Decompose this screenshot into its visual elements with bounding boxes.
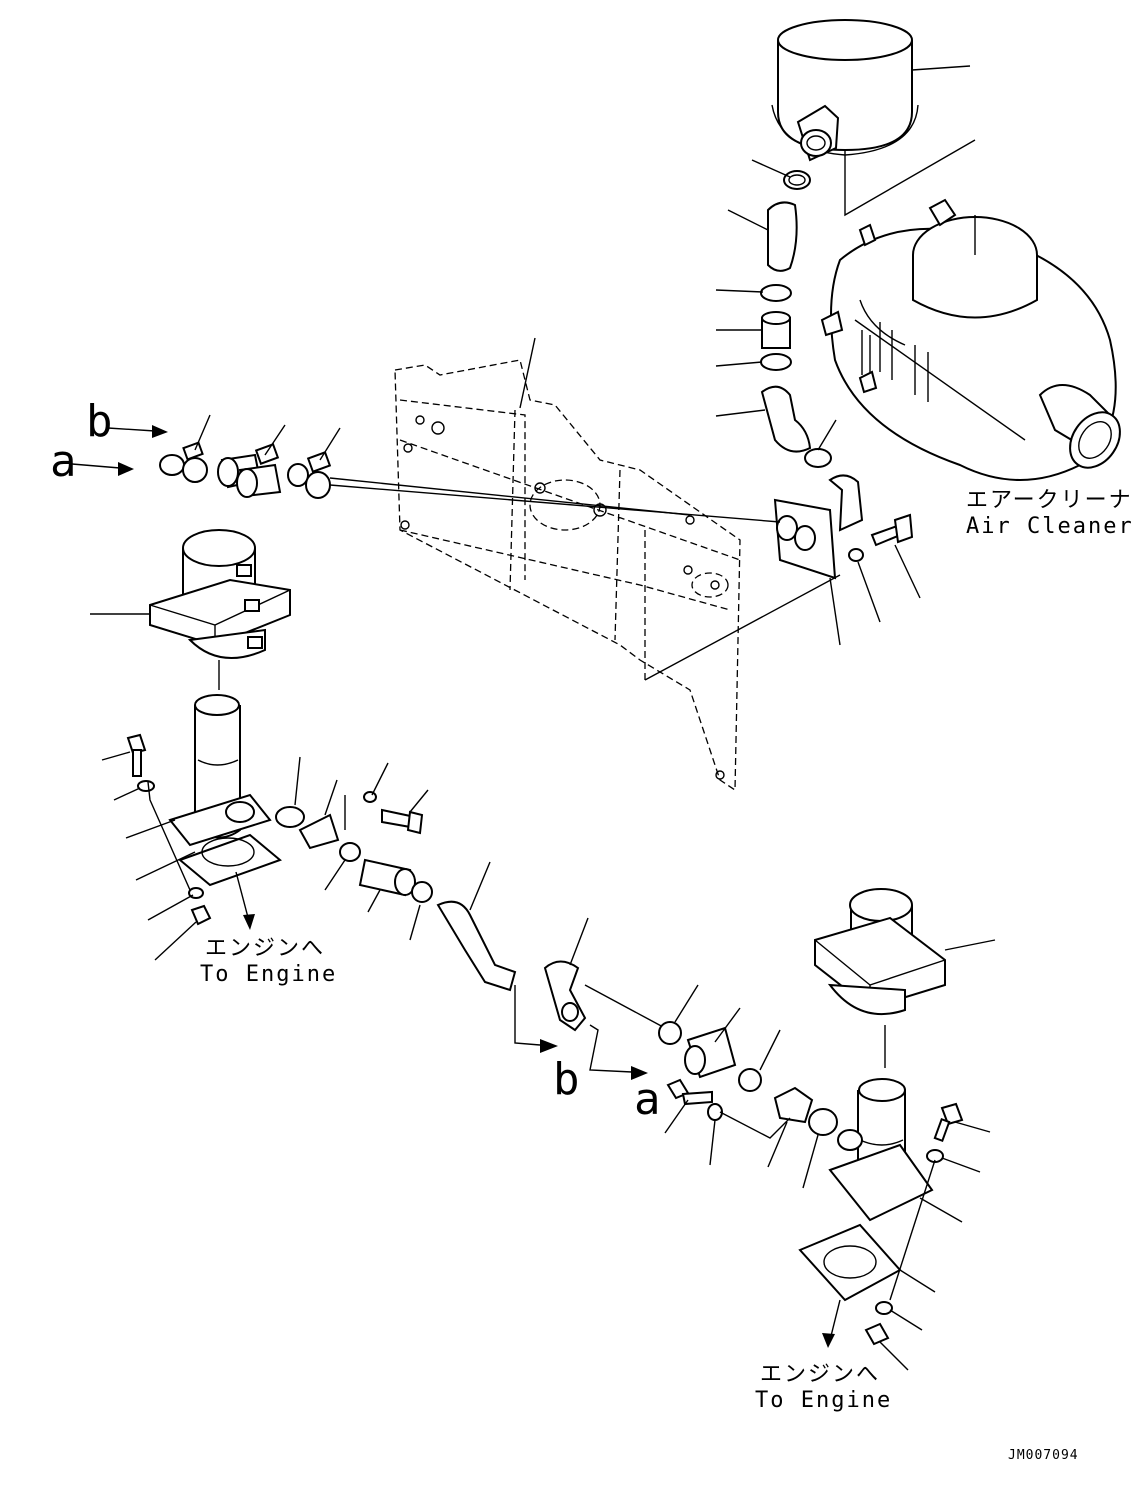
leader-line [911, 65, 971, 71]
air-cleaner-en: Air Cleaner [966, 514, 1134, 539]
ref-label-b-left: b [86, 396, 113, 447]
ref-label-a-bottom: a [634, 1074, 661, 1125]
left-leaders [101, 751, 491, 961]
left-clamp-group [159, 414, 341, 499]
ref-arrows-left [71, 425, 168, 476]
to-engine-right-jp: エンジンへ [759, 1362, 880, 1387]
leader-line [519, 337, 536, 409]
drawing-code: JM007094 [1008, 1448, 1079, 1463]
left-fasteners [126, 733, 517, 992]
air-cleaner-jp: エアークリーナ [966, 488, 1133, 513]
ref-label-a-left: a [50, 436, 77, 487]
left-precleaner [90, 529, 291, 690]
connector-line [329, 477, 691, 516]
connector-line [329, 484, 781, 523]
to-engine-left-jp: エンジンへ [204, 936, 325, 961]
to-engine-caption-left: エンジンへ To Engine [200, 936, 338, 988]
route-arrows-bottom [514, 985, 648, 1080]
right-precleaner [814, 888, 996, 1068]
air-cleaner-body [820, 198, 1121, 481]
to-engine-caption-right: エンジンへ To Engine [755, 1362, 893, 1414]
ref-label-b-bottom: b [553, 1054, 580, 1105]
mounting-panel [394, 359, 741, 792]
air-cleaner-caption: エアークリーナ Air Cleaner [966, 488, 1134, 540]
intake-leaders [715, 159, 921, 646]
middle-hose-group [543, 917, 838, 1139]
right-adapter [798, 1078, 964, 1346]
middle-leaders [664, 984, 819, 1189]
right-leaders [822, 1121, 991, 1371]
leader-line [644, 574, 841, 681]
to-engine-left-en: To Engine [200, 962, 338, 987]
to-engine-right-en: To Engine [755, 1388, 893, 1413]
left-adapter [168, 694, 282, 887]
air-cleaner-cap [771, 19, 919, 162]
bracket-line [844, 139, 976, 217]
